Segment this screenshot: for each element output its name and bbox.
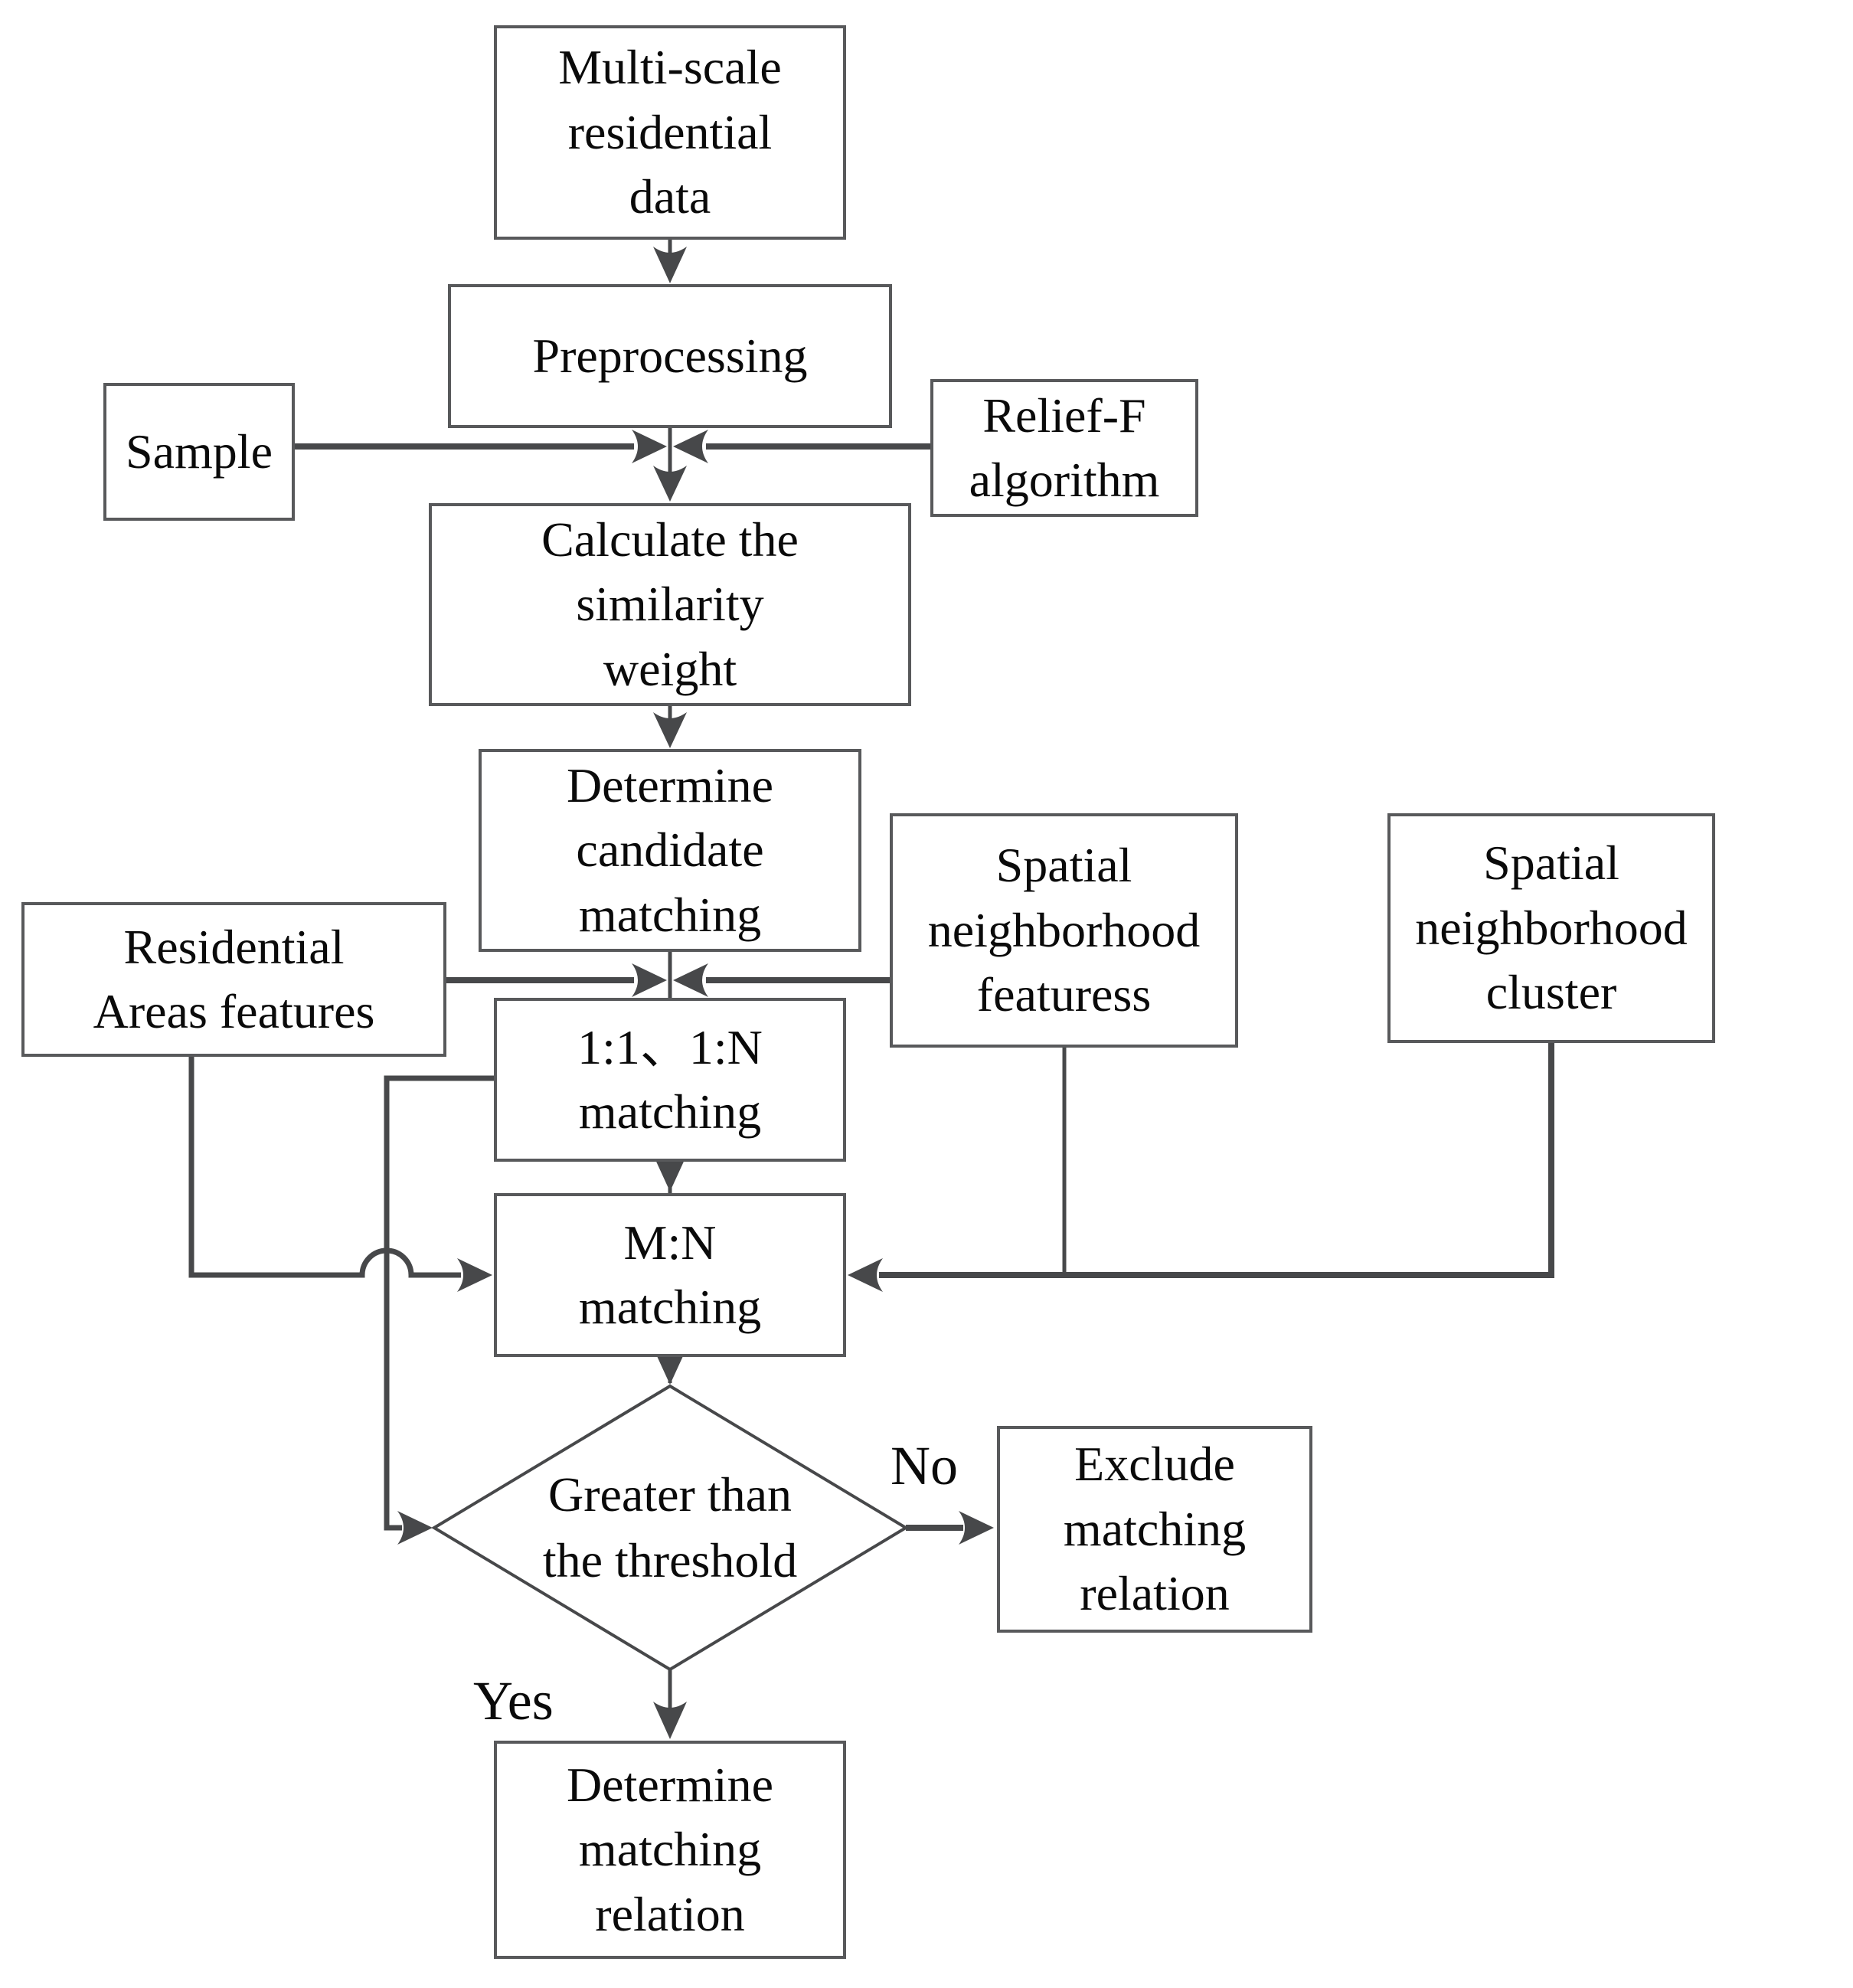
branch-label-yes: Yes bbox=[473, 1670, 554, 1731]
arrowhead-left-conv1 bbox=[673, 430, 708, 463]
arrowhead-right-exclude bbox=[959, 1511, 994, 1545]
node-preprocessing: Preprocessing bbox=[448, 284, 892, 428]
node-multi-scale-label: Multi-scale residential data bbox=[558, 40, 782, 224]
node-one-to-one-label: 1:1、1:N matching bbox=[577, 1019, 763, 1139]
arrowhead-right-conv2 bbox=[632, 963, 667, 997]
node-determine-relation-label: Determine matching relation bbox=[566, 1757, 774, 1941]
node-spatial-cluster-label: Spatial neighborhood cluster bbox=[1415, 835, 1688, 1020]
node-sample-label: Sample bbox=[126, 423, 273, 479]
arrowhead-down-calculate bbox=[653, 466, 687, 502]
node-relief-f-label: Relief-F algorithm bbox=[969, 387, 1160, 507]
edge-residential-to-mn bbox=[188, 1057, 461, 1278]
edge-elbow-to-diamond bbox=[384, 1075, 494, 1531]
node-relief-f-algorithm: Relief-F algorithm bbox=[930, 379, 1198, 517]
node-determine-matching-relation: Determine matching relation bbox=[494, 1741, 846, 1959]
arrowhead-down-mn bbox=[653, 1155, 687, 1192]
node-calculate-label: Calculate the similarity weight bbox=[541, 512, 799, 696]
arrowhead-down-diamond bbox=[653, 1348, 687, 1385]
arrowhead-right-conv1 bbox=[632, 430, 667, 463]
edge-spatialcluster-to-mn bbox=[879, 1043, 1554, 1278]
node-exclude-label: Exclude matching relation bbox=[1063, 1437, 1247, 1621]
arrowhead-right-diamond bbox=[397, 1511, 433, 1545]
arrowhead-right-mnleft bbox=[457, 1258, 492, 1292]
node-spatial-neighborhood-features: Spatial neighborhood featuress bbox=[890, 813, 1238, 1048]
node-mn-matching: M:N matching bbox=[494, 1193, 846, 1357]
arrowheads bbox=[397, 247, 994, 1739]
node-spatial-neighborhood-cluster: Spatial neighborhood cluster bbox=[1387, 813, 1715, 1043]
node-residential-label: Residential Areas features bbox=[93, 919, 375, 1038]
node-multi-scale-residential-data: Multi-scale residential data bbox=[494, 25, 846, 240]
node-spatial-features-label: Spatial neighborhood featuress bbox=[927, 838, 1201, 1022]
node-one-to-one-matching: 1:1、1:N matching bbox=[494, 998, 846, 1162]
arrowhead-down-candidate bbox=[653, 712, 687, 748]
decision-threshold: Greater than the threshold bbox=[475, 1432, 865, 1623]
arrowhead-down-determinerel bbox=[653, 1702, 687, 1739]
node-preprocessing-label: Preprocessing bbox=[532, 328, 808, 383]
arrowhead-left-mnright bbox=[848, 1258, 883, 1292]
node-mn-label: M:N matching bbox=[578, 1215, 762, 1334]
arrowhead-left-conv2 bbox=[673, 963, 708, 997]
decision-threshold-label: Greater than the threshold bbox=[542, 1466, 798, 1587]
node-residential-areas-features: Residential Areas features bbox=[21, 902, 446, 1057]
node-calculate-similarity-weight: Calculate the similarity weight bbox=[429, 503, 911, 706]
node-sample: Sample bbox=[103, 383, 295, 521]
node-determine-candidate-matching: Determine candidate matching bbox=[479, 749, 861, 952]
node-determine-candidate-label: Determine candidate matching bbox=[566, 757, 774, 942]
node-exclude-matching-relation: Exclude matching relation bbox=[997, 1426, 1312, 1633]
decision-diamond-shape bbox=[431, 1384, 909, 1672]
arrowhead-down-preprocessing bbox=[653, 247, 687, 283]
branch-label-no: No bbox=[891, 1435, 958, 1496]
